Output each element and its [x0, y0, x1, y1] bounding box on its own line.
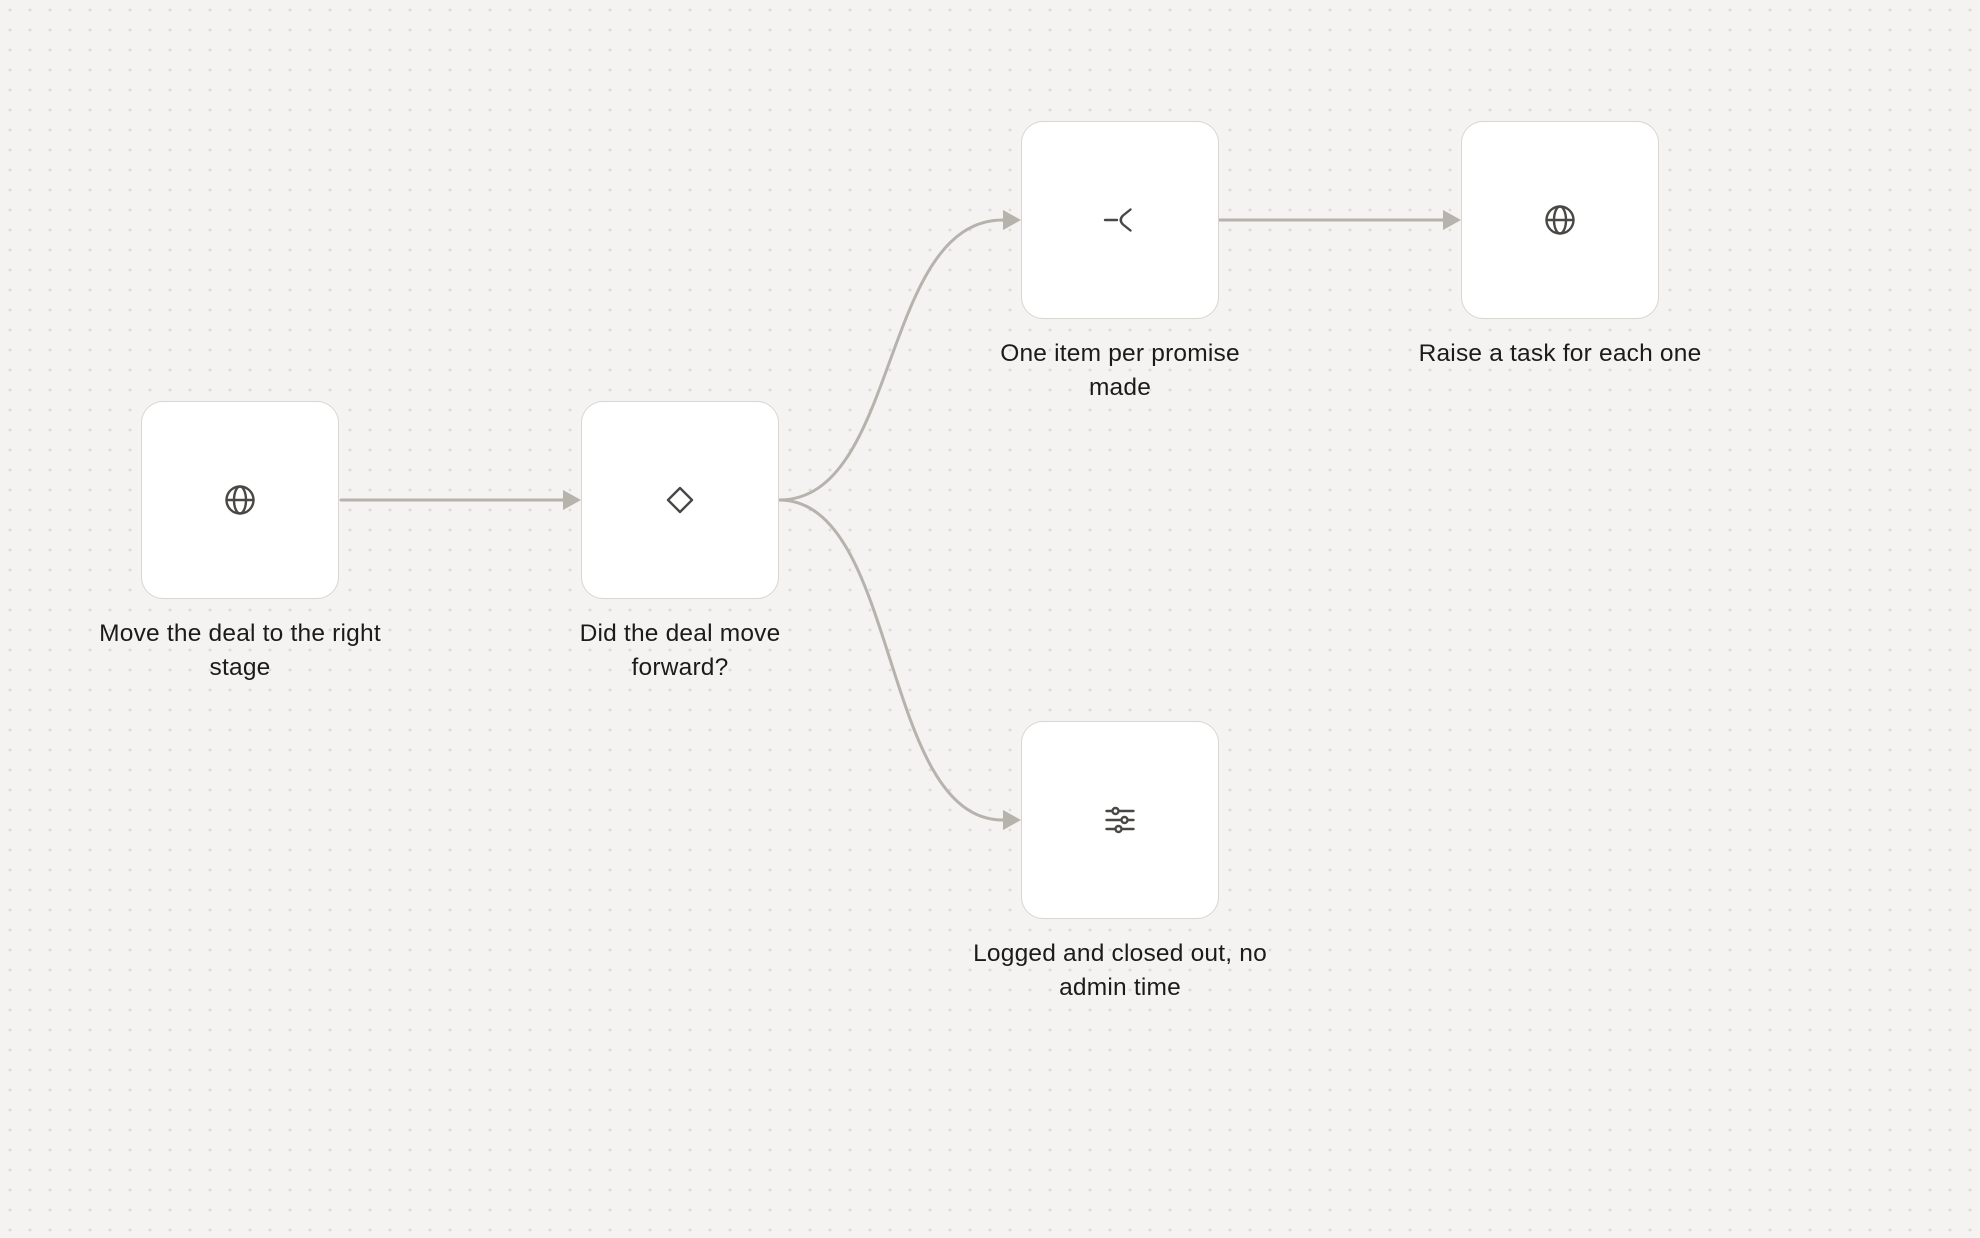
- arrowhead-icon: [563, 490, 581, 510]
- arrowhead-icon: [1003, 810, 1021, 830]
- node-logged-closed[interactable]: [1021, 721, 1219, 919]
- node-label-item-per-promise: One item per promise made: [1000, 340, 1240, 401]
- sliders-icon: [1102, 802, 1138, 838]
- globe-icon: [1542, 202, 1578, 238]
- diamond-icon: [662, 482, 698, 518]
- arrowhead-icon: [1003, 210, 1021, 230]
- arrowhead-icon: [1443, 210, 1461, 230]
- node-move-deal[interactable]: [141, 401, 339, 599]
- split-icon: [1102, 202, 1138, 238]
- node-label-move-deal: Move the deal to the right stage: [99, 620, 381, 681]
- node-label-deal-forward: Did the deal move forward?: [579, 620, 781, 681]
- node-label-logged-closed: Logged and closed out, no admin time: [973, 940, 1267, 1001]
- node-raise-task[interactable]: [1461, 121, 1659, 319]
- node-label-raise-task: Raise a task for each one: [1418, 340, 1702, 367]
- node-deal-forward[interactable]: [581, 401, 779, 599]
- node-item-per-promise[interactable]: [1021, 121, 1219, 319]
- globe-icon: [222, 482, 258, 518]
